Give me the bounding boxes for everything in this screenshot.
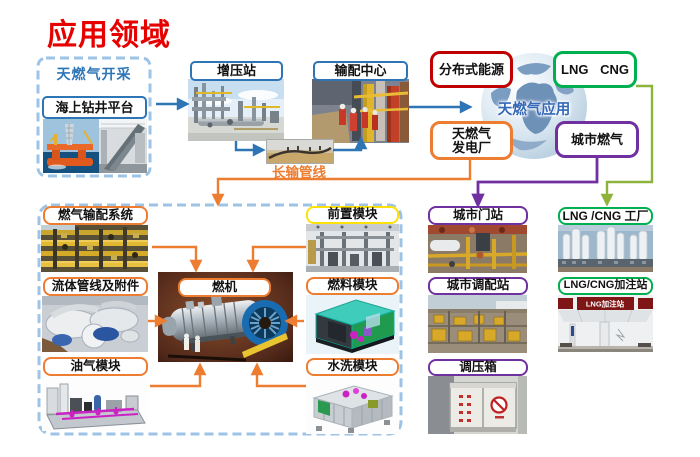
water-wash-module-photo (306, 376, 399, 434)
oil-gas-module-label: 油气模块 (43, 357, 148, 376)
gate-station-label: 城市门站 (428, 206, 528, 225)
orange-flow-arrows (148, 160, 472, 388)
regulator-box-label: 调压箱 (428, 359, 528, 376)
globe-label: 天燃气应用 (497, 102, 571, 118)
page-title: 应用领域 (47, 19, 171, 52)
lng-cng-box: LNG CNG (553, 51, 637, 88)
purple-flow-arrow (471, 158, 599, 209)
distributed-energy-box: 分布式能源 (430, 51, 513, 88)
distribution-center-label: 输配中心 (313, 61, 408, 81)
front-module-label: 前置模块 (306, 206, 399, 224)
offshore-platform-photo (43, 119, 147, 173)
long-pipeline-photo (266, 139, 334, 164)
lng-factory-label: LNG /CNG 工厂 (558, 207, 653, 225)
oil-gas-module-photo (42, 376, 148, 431)
lng-filling-station-label: LNG/CNG加注站 (558, 277, 653, 295)
gas-turbine-label: 燃机 (178, 278, 271, 297)
power-plant-box: 天燃气发电厂 (430, 121, 513, 160)
water-wash-module-label: 水洗模块 (306, 358, 399, 376)
blue-flow-arrows (156, 97, 473, 157)
gas-distribution-label: 燃气输配系统 (43, 206, 148, 225)
lng-filling-station-photo: LNG加注站 (558, 295, 653, 352)
regulator-box-photo (428, 376, 527, 434)
green-flow-arrow (600, 84, 654, 207)
dispatch-station-label: 城市调配站 (428, 277, 528, 295)
extraction-group-title: 天燃气开采 (56, 66, 132, 82)
fluid-piping-photo (42, 296, 148, 352)
offshore-platform-label: 海上钻井平台 (42, 96, 147, 119)
fluid-piping-label: 流体管线及附件 (43, 277, 148, 296)
station-sign-text: LNG加注站 (586, 299, 625, 309)
extraction-group-box (36, 56, 152, 178)
gas-distribution-photo (41, 225, 148, 272)
booster-station-photo (188, 79, 284, 141)
city-gas-box: 城市燃气 (555, 121, 639, 158)
booster-station-label: 增压站 (190, 61, 283, 81)
fuel-module-label: 燃料模块 (306, 277, 399, 295)
gate-station-photo (428, 225, 527, 273)
fuel-module-photo (306, 295, 399, 354)
lng-factory-photo (558, 225, 653, 272)
dispatch-station-photo (428, 295, 527, 353)
distribution-center-photo (312, 79, 409, 143)
front-module-photo (306, 224, 399, 272)
long-pipeline-label: 长输管线 (272, 165, 326, 180)
turbine-modules-group-box (37, 203, 403, 436)
